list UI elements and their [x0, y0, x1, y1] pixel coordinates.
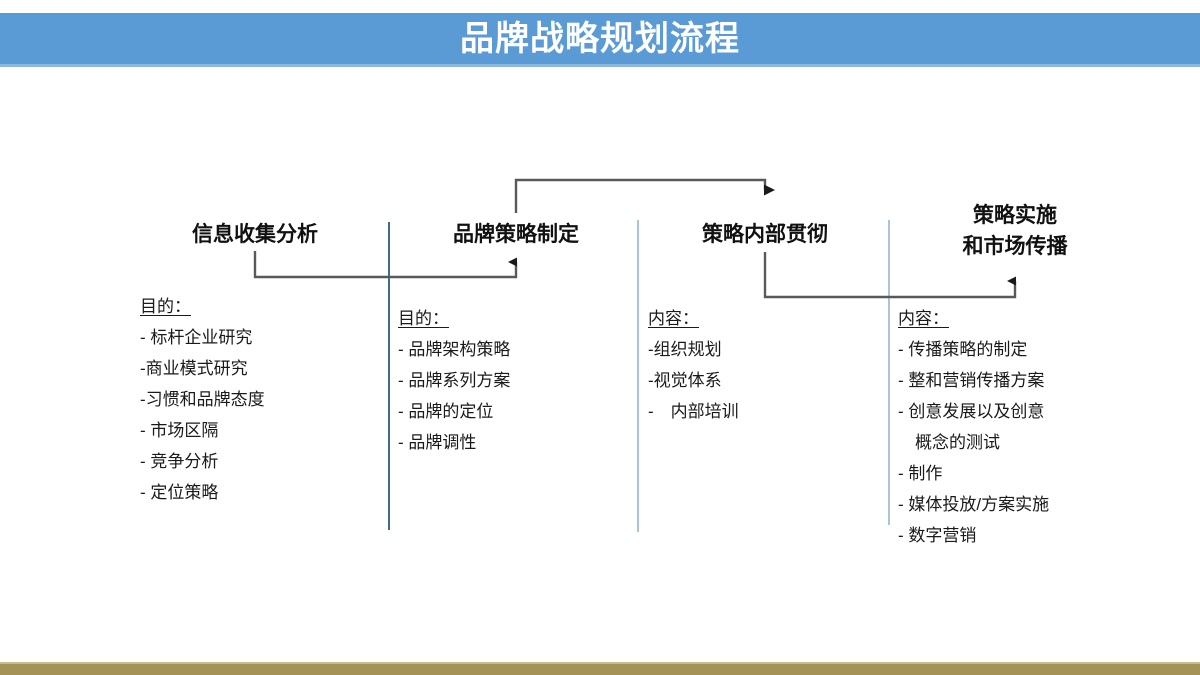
list-item: 概念的测试	[898, 433, 1000, 452]
list-item: - 整和营销传播方案	[898, 371, 1045, 390]
list-item: - 市场区隔	[140, 421, 219, 440]
arrow-col1-to-col2	[253, 251, 518, 279]
column-header-3: 策略内部贯彻	[702, 223, 828, 246]
column-header-2: 品牌策略制定	[453, 223, 579, 246]
column-3-lead: 内容：	[648, 309, 699, 328]
list-item: - 制作	[898, 464, 943, 483]
list-item: - 品牌调性	[398, 433, 477, 452]
column-header-4: 策略实施 和市场传播	[915, 200, 1115, 262]
list-item: - 定位策略	[140, 483, 219, 502]
title-band: 品牌战略规划流程	[0, 13, 1200, 64]
list-item: - 品牌的定位	[398, 402, 494, 421]
list-item: -视觉体系	[648, 371, 722, 390]
list-item: -组织规划	[648, 340, 722, 359]
title-band-underline	[0, 64, 1200, 67]
page-title: 品牌战略规划流程	[460, 19, 740, 58]
column-header-4-line-1: 策略实施	[973, 204, 1057, 227]
list-item: - 数字营销	[898, 526, 977, 545]
column-4-lead: 内容：	[898, 309, 949, 328]
list-item: - 标杆企业研究	[140, 328, 253, 347]
column-header-4-line-2: 和市场传播	[962, 235, 1068, 258]
column-body-1: 目的： - 标杆企业研究 -商业模式研究 -习惯和品牌态度 - 市场区隔 - 竞…	[140, 291, 265, 508]
list-item: - 内部培训	[648, 402, 739, 421]
list-item: - 媒体投放/方案实施	[898, 495, 1050, 514]
column-1-lead: 目的：	[140, 297, 191, 316]
list-item: - 品牌架构策略	[398, 340, 511, 359]
column-header-1: 信息收集分析	[192, 223, 318, 246]
list-item: -商业模式研究	[140, 359, 248, 378]
column-divider-2	[637, 220, 639, 532]
list-item: - 传播策略的制定	[898, 340, 1028, 359]
column-2-lead: 目的：	[398, 309, 449, 328]
column-body-3: 内容： -组织规划 -视觉体系 - 内部培训	[648, 303, 739, 427]
footer-band-highlight	[0, 662, 1200, 664]
list-item: - 品牌系列方案	[398, 371, 511, 390]
list-item: - 创意发展以及创意	[898, 402, 1045, 421]
footer-band	[0, 664, 1200, 675]
list-item: -习惯和品牌态度	[140, 390, 265, 409]
column-divider-3	[888, 220, 890, 525]
column-body-2: 目的： - 品牌架构策略 - 品牌系列方案 - 品牌的定位 - 品牌调性	[398, 303, 510, 458]
arrow-col2-to-col3	[514, 178, 775, 213]
column-body-4: 内容： - 传播策略的制定 - 整和营销传播方案 - 创意发展以及创意 概念的测…	[898, 303, 1049, 551]
list-item: - 竞争分析	[140, 452, 219, 471]
column-divider-1	[388, 222, 390, 530]
